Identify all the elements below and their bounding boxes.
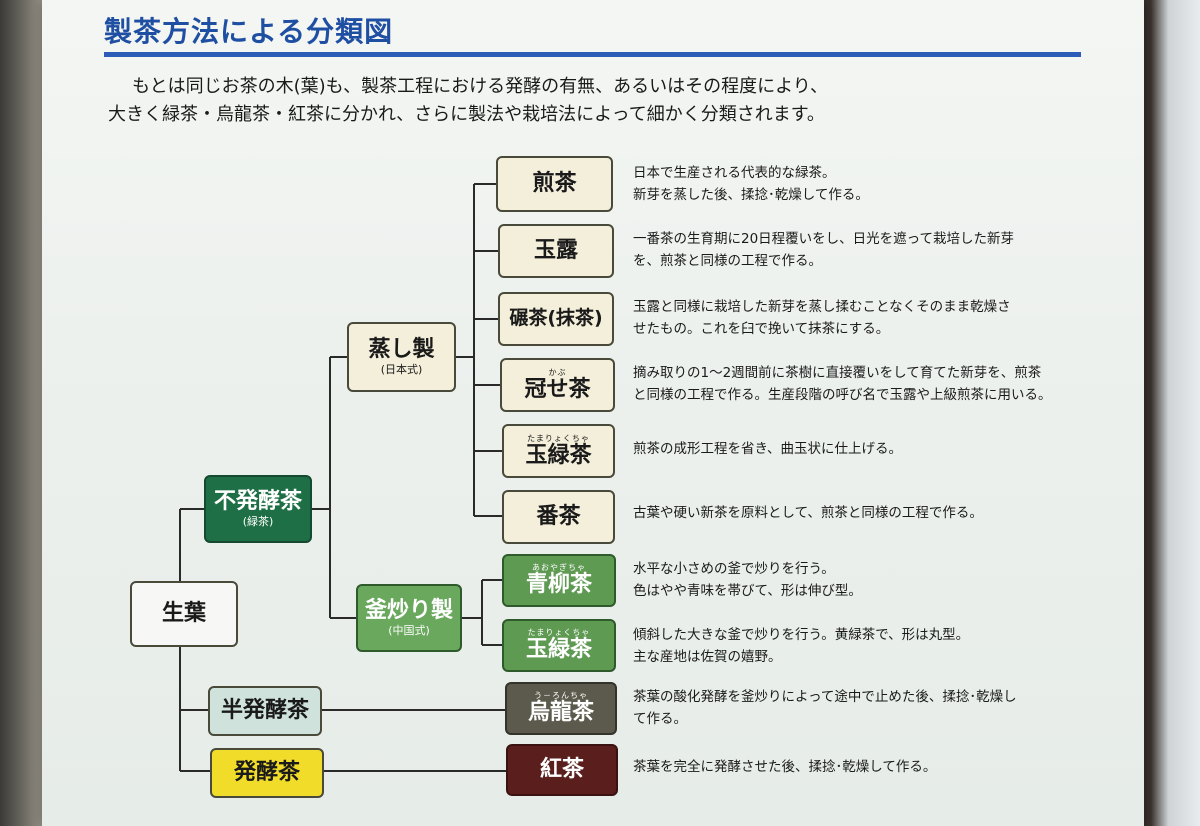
tea-aoyagicha: あおやぎちゃ 青柳茶 (502, 554, 616, 607)
desc-gyokuro: 一番茶の生育期に20日程覆いをし、日光を遮って栽培した新芽 を、煎茶と同様の工程… (633, 228, 1014, 272)
category-unfermented-label: 不発酵茶 (213, 488, 302, 514)
category-unfermented-sub: (緑茶) (242, 515, 274, 528)
method-steamed-sub: (日本式) (380, 363, 423, 376)
desc-tamaryokucha-steamed-line-1: 煎茶の成形工程を省き、曲玉状に仕上げる。 (633, 441, 903, 457)
tea-aoyagicha-label: 青柳茶 (525, 572, 592, 598)
tea-kabusecha: かぶ 冠せ茶 (500, 358, 615, 412)
tea-sencha-label: 煎茶 (532, 171, 577, 197)
desc-oolong-line-1: 茶葉の酸化発酵を釜炒りによって途中で止めた後、揉捻･乾燥し (633, 689, 1017, 705)
method-panfried-sub: (中国式) (388, 624, 430, 637)
desc-tencha-line-1: 玉露と同様に栽培した新芽を蒸し揉むことなくそのまま乾燥さ (633, 299, 1011, 315)
desc-sencha-line-1: 日本で生産される代表的な緑茶。 (633, 165, 836, 181)
poster-title: 製茶方法による分類図 (104, 15, 394, 48)
tea-gyokuro-label: 玉露 (533, 238, 578, 264)
tea-sencha: 煎茶 (496, 156, 613, 212)
desc-sencha-line-2: 新芽を蒸した後、揉捻･乾燥して作る。 (633, 187, 869, 203)
tea-tamaryokucha-steamed: たまりょくちゃ 玉緑茶 (502, 424, 615, 478)
tea-kabusecha-ruby: かぶ (548, 367, 567, 377)
method-panfried: 釜炒り製 (中国式) (356, 584, 462, 652)
tea-oolong-ruby: う－ろんちゃ (534, 691, 588, 701)
root-node-fresh-leaves: 生葉 (130, 581, 238, 647)
desc-tamaryokucha-pan: 傾斜した大きな釜で炒りを行う。黄緑茶で、形は丸型。 主な産地は佐賀の嬉野。 (633, 624, 969, 668)
desc-kocha: 茶葉を完全に発酵させた後、揉捻･乾燥して作る。 (633, 756, 936, 778)
method-steamed: 蒸し製 (日本式) (347, 322, 456, 392)
desc-kabusecha-line-1: 摘み取りの1～2週間前に茶樹に直接覆いをして育てた新芽を、煎茶 (633, 365, 1042, 381)
tea-tencha-label: 碾茶(抹茶) (509, 307, 603, 330)
category-fermented: 発酵茶 (210, 748, 324, 798)
root-label: 生葉 (161, 601, 206, 627)
desc-tamaryokucha-pan-line-2: 主な産地は佐賀の嬉野。 (633, 649, 782, 665)
tea-tamaryokucha-steamed-label: 玉緑茶 (525, 442, 592, 468)
tea-tamaryokucha-pan-label: 玉緑茶 (525, 637, 592, 663)
desc-tamaryokucha-steamed: 煎茶の成形工程を省き、曲玉状に仕上げる。 (633, 438, 902, 460)
title-underline (104, 52, 1081, 57)
tea-tamaryokucha-pan-ruby: たまりょくちゃ (527, 628, 591, 638)
category-unfermented: 不発酵茶 (緑茶) (204, 475, 312, 543)
desc-oolong-line-2: て作る。 (633, 711, 687, 727)
method-steamed-label: 蒸し製 (368, 336, 435, 362)
desc-sencha: 日本で生産される代表的な緑茶。 新芽を蒸した後、揉捻･乾燥して作る。 (633, 162, 869, 206)
desc-tencha: 玉露と同様に栽培した新芽を蒸し揉むことなくそのまま乾燥さ せたもの。これを臼で挽… (633, 296, 1011, 340)
category-semi-label: 半発酵茶 (220, 698, 309, 724)
tea-aoyagicha-ruby: あおやぎちゃ (532, 563, 586, 573)
desc-aoyagicha: 水平な小さめの釜で炒りを行う。 色はやや青味を帯びて、形は伸び型。 (633, 558, 862, 602)
tea-tencha: 碾茶(抹茶) (498, 292, 614, 346)
category-semi-fermented: 半発酵茶 (208, 686, 322, 736)
tea-tamaryokucha-steamed-ruby: たまりょくちゃ (527, 433, 590, 443)
intro-line-2: 大きく緑茶・烏龍茶・紅茶に分かれ、さらに製法や栽培法によって細かく分類されます。 (108, 104, 825, 125)
tea-kocha: 紅茶 (506, 744, 618, 796)
tea-bancha: 番茶 (502, 490, 615, 544)
desc-tamaryokucha-pan-line-1: 傾斜した大きな釜で炒りを行う。黄緑茶で、形は丸型。 (633, 627, 970, 643)
category-fermented-label: 発酵茶 (233, 760, 300, 786)
desc-kocha-line-1: 茶葉を完全に発酵させた後、揉捻･乾燥して作る。 (633, 759, 937, 775)
desc-aoyagicha-line-1: 水平な小さめの釜で炒りを行う。 (633, 561, 835, 577)
tea-bancha-label: 番茶 (536, 504, 581, 530)
tea-oolong-label: 烏龍茶 (527, 700, 594, 726)
tea-oolong: う－ろんちゃ 烏龍茶 (505, 682, 617, 735)
method-panfried-label: 釜炒り製 (364, 597, 453, 623)
desc-bancha-line-1: 古葉や硬い新茶を原料として、煎茶と同様の工程で作る。 (633, 505, 983, 521)
desc-tencha-line-2: せたもの。これを臼で挽いて抹茶にする。 (633, 321, 890, 337)
desc-gyokuro-line-2: を、煎茶と同様の工程で作る。 (633, 253, 822, 269)
tea-gyokuro: 玉露 (498, 224, 614, 278)
desc-kabusecha: 摘み取りの1～2週間前に茶樹に直接覆いをして育てた新芽を、煎茶 と同様の工程で作… (633, 362, 1052, 406)
tea-kocha-label: 紅茶 (539, 757, 584, 783)
desc-gyokuro-line-1: 一番茶の生育期に20日程覆いをし、日光を遮って栽培した新芽 (633, 231, 1015, 247)
tea-kabusecha-label: 冠せ茶 (524, 376, 591, 402)
desc-bancha: 古葉や硬い新茶を原料として、煎茶と同様の工程で作る。 (633, 502, 983, 524)
intro-line-1: もとは同じお茶の木(葉)も、製茶工程における発酵の有無、あるいはその程度により、 (132, 76, 829, 97)
desc-kabusecha-line-2: と同様の工程で作る。生産段階の呼び名で玉露や上級煎茶に用いる。 (633, 387, 1052, 403)
desc-oolong: 茶葉の酸化発酵を釜炒りによって途中で止めた後、揉捻･乾燥し て作る。 (633, 686, 1017, 730)
desc-aoyagicha-line-2: 色はやや青味を帯びて、形は伸び型。 (633, 583, 862, 599)
tea-tamaryokucha-pan: たまりょくちゃ 玉緑茶 (502, 619, 616, 672)
